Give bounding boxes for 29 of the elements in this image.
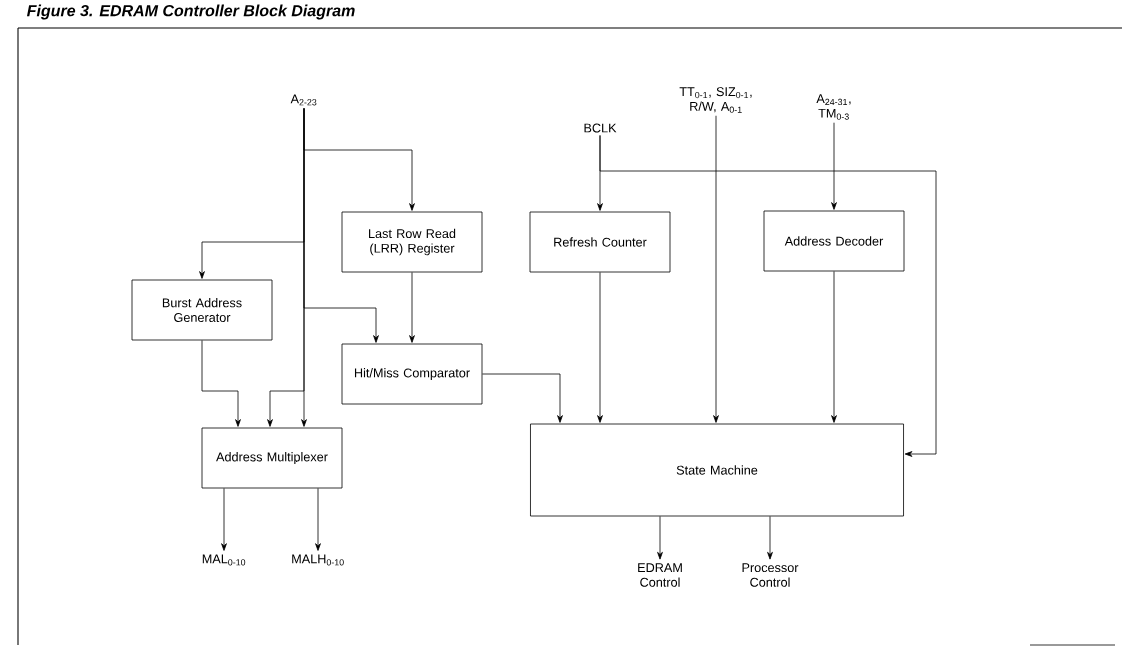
arrow [831, 271, 837, 423]
signal-label: Processor Control [742, 563, 799, 587]
block-box: Last Row Read (LRR) Register [341, 211, 483, 273]
block-box: Hit/Miss Comparator [341, 343, 483, 405]
arrow [201, 340, 241, 427]
signal-label: EDRAM Control [638, 563, 682, 587]
signal-label: MALH$_{0-10}$ [292, 554, 344, 566]
arrow [831, 122, 837, 210]
figure-title: Figure 3. EDRAM Controller Block Diagram [27, 4, 355, 20]
signal-label: MAL$_{0-10}$ [202, 554, 246, 566]
arrow [597, 272, 603, 423]
arrow [657, 516, 663, 560]
arrow [409, 272, 415, 343]
arrow [713, 115, 719, 423]
arrow [599, 135, 937, 457]
signal-label: A$_{2-23}$ [290, 94, 317, 106]
signal-label: TT$_{0-1}$, SIZ$_{0-1}$, R/W, A$_{0-1}$ [679, 87, 752, 113]
block-box: Refresh Counter [529, 211, 671, 273]
signal-label: BCLK [584, 123, 617, 133]
arrow [221, 488, 227, 551]
block-box: Address Decoder [763, 210, 905, 272]
block-box: Address Multiplexer [201, 427, 343, 489]
block-box: Burst Address Generator [131, 279, 273, 341]
arrow [767, 516, 773, 560]
block-box: State Machine [530, 423, 904, 517]
arrow [315, 488, 321, 551]
signal-label: A$_{24-31}$, TM$_{0-3}$ [816, 94, 851, 120]
arrow [482, 373, 563, 423]
arrow [267, 107, 305, 427]
